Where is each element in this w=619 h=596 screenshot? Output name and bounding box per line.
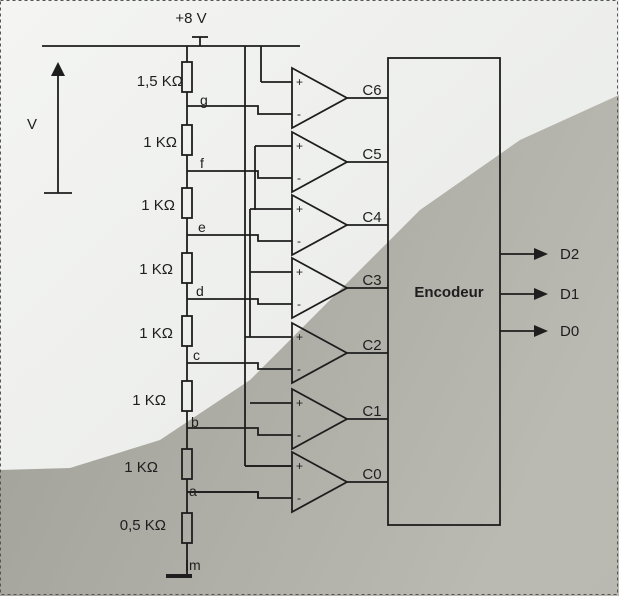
encoder-output-D2: D2 — [560, 246, 579, 263]
comparator-plus-C5: + — [296, 139, 303, 153]
minus-wire-C5 — [187, 170, 292, 179]
resistor-label-8: 0,5 KΩ — [120, 517, 166, 534]
comparator-output-C2: C2 — [362, 337, 381, 354]
resistor-1 — [181, 61, 193, 93]
resistor-label-2: 1 KΩ — [143, 134, 177, 151]
encoder-output-D0: D0 — [560, 323, 579, 340]
comparator-output-C5: C5 — [362, 146, 381, 163]
node-label-a: a — [189, 483, 197, 499]
comparator-plus-C1: + — [296, 396, 303, 410]
node-label-e: e — [198, 219, 206, 235]
comparator-C3 — [291, 256, 349, 320]
comparator-minus-C4: - — [297, 234, 301, 248]
resistor-8 — [181, 512, 193, 544]
wires — [42, 36, 534, 576]
resistor-label-5: 1 KΩ — [139, 325, 173, 342]
supply-label: +8 V — [175, 10, 206, 27]
node-label-f: f — [200, 155, 204, 171]
resistor-label-1: 1,5 KΩ — [137, 73, 183, 90]
comparator-C2 — [291, 321, 349, 385]
encoder-block — [387, 57, 501, 526]
comparator-minus-C0: - — [297, 491, 301, 505]
comparator-plus-C0: + — [296, 459, 303, 473]
node-label-d: d — [196, 283, 204, 299]
resistor-7 — [181, 448, 193, 480]
comparator-plus-C4: + — [296, 202, 303, 216]
encoder-label: Encodeur — [414, 284, 483, 301]
resistor-label-7: 1 KΩ — [124, 459, 158, 476]
comparator-output-C0: C0 — [362, 466, 381, 483]
comparator-minus-C2: - — [297, 362, 301, 376]
resistor-6 — [181, 380, 193, 412]
comparator-plus-C6: + — [296, 75, 303, 89]
bottom-tie — [187, 491, 259, 498]
comparator-output-C1: C1 — [362, 403, 381, 420]
resistor-label-3: 1 KΩ — [141, 197, 175, 214]
node-label-c: c — [193, 347, 200, 363]
ground-bar — [166, 574, 192, 578]
comparator-plus-C2: + — [296, 330, 303, 344]
comparator-C0 — [291, 450, 349, 514]
encoder-output-arrow-D0 — [534, 325, 548, 337]
encoder-output-arrow-D1 — [534, 288, 548, 300]
node-label-g: g — [200, 92, 208, 108]
comparator-output-C3: C3 — [362, 272, 381, 289]
minus-wire-C4 — [187, 234, 292, 242]
node-label-b: b — [191, 414, 199, 430]
node-label-m: m — [189, 557, 201, 573]
comparator-output-C4: C4 — [362, 209, 381, 226]
comparator-C6 — [291, 66, 349, 130]
comparator-minus-C3: - — [297, 297, 301, 311]
components — [51, 57, 548, 578]
comparator-C5 — [291, 130, 349, 194]
comparator-C1 — [291, 387, 349, 451]
labels: +8 V V 1,5 KΩ 1 KΩ 1 KΩ 1 KΩ 1 KΩ 1 KΩ 1 KΩ 0,5 K… — [27, 10, 579, 573]
resistor-2 — [181, 124, 193, 156]
voltage-arrow-head — [51, 62, 65, 76]
resistor-label-4: 1 KΩ — [139, 261, 173, 278]
encoder-output-arrow-D2 — [534, 248, 548, 260]
minus-wire-C1 — [187, 427, 292, 436]
comparator-C4 — [291, 193, 349, 257]
resistor-5 — [181, 315, 193, 347]
minus-wire-C6 — [187, 105, 292, 115]
voltage-label: V — [27, 116, 37, 133]
resistor-label-6: 1 KΩ — [132, 392, 166, 409]
minus-wire-C3 — [187, 298, 292, 305]
comparator-minus-C6: - — [297, 107, 301, 121]
photo-shadow — [0, 95, 619, 596]
minus-wire-C2 — [187, 362, 292, 370]
resistor-3 — [181, 187, 193, 219]
comparator-plus-C3: + — [296, 265, 303, 279]
comparator-output-C6: C6 — [362, 82, 381, 99]
resistor-4 — [181, 252, 193, 284]
encoder-output-D1: D1 — [560, 286, 579, 303]
comparator-minus-C5: - — [297, 171, 301, 185]
comparator-minus-C1: - — [297, 428, 301, 442]
